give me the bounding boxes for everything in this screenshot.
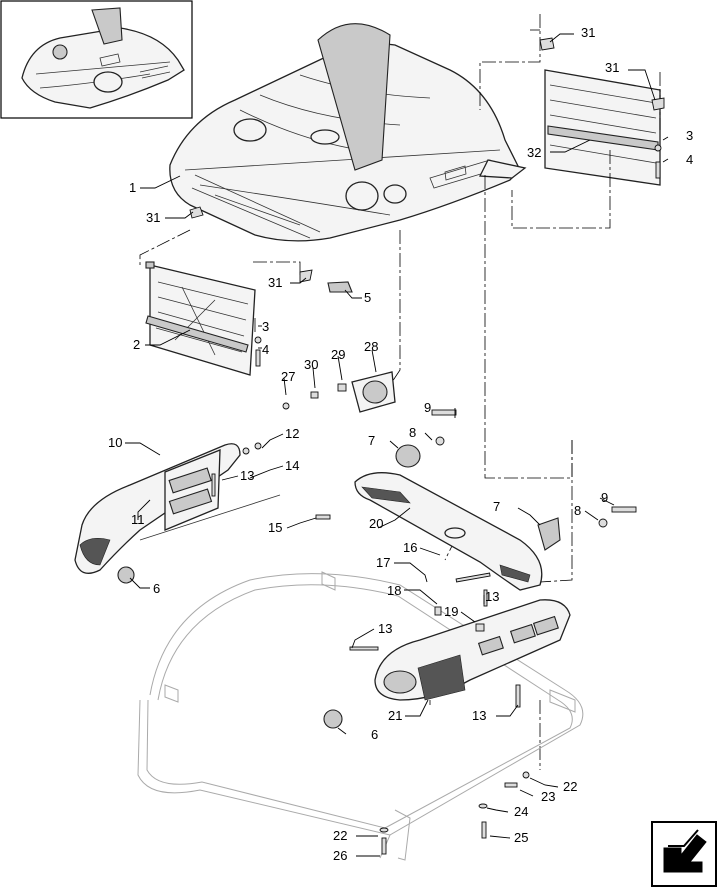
callout-13: 13 [378, 621, 392, 636]
callout-22: 22 [563, 779, 577, 794]
right-sunshade [544, 69, 661, 186]
callout-12: 12 [285, 426, 299, 441]
callout-31: 31 [268, 275, 282, 290]
callout-31: 31 [605, 60, 619, 75]
callout-29: 29 [331, 347, 345, 362]
callout-15: 15 [268, 520, 282, 535]
callout-7: 7 [368, 433, 375, 448]
callout-23: 23 [541, 789, 555, 804]
callout-4: 4 [262, 342, 269, 357]
callout-8: 8 [574, 503, 581, 518]
callout-11: 11 [131, 512, 145, 527]
lower-hardware [189, 37, 665, 855]
callout-21: 21 [388, 708, 402, 723]
roof-shell [169, 23, 527, 242]
cab-frame [137, 571, 584, 861]
callout-1: 1 [129, 180, 136, 195]
callout-8: 8 [409, 425, 416, 440]
callout-22: 22 [333, 828, 347, 843]
assembly-lines [139, 14, 661, 770]
leader-lines [125, 33, 669, 857]
center-duct [315, 409, 637, 591]
callout-17: 17 [376, 555, 390, 570]
callout-28: 28 [364, 339, 378, 354]
callout-9: 9 [601, 490, 608, 505]
overview-inset [0, 0, 193, 119]
left-sunshade [145, 261, 256, 376]
callout-18: 18 [387, 583, 401, 598]
speaker-assembly [282, 371, 396, 413]
callout-32: 32 [527, 145, 541, 160]
callout-14: 14 [285, 458, 299, 473]
next-page-arrow-icon[interactable] [651, 821, 717, 887]
callout-30: 30 [304, 357, 318, 372]
callout-13: 13 [472, 708, 486, 723]
callout-3: 3 [686, 128, 693, 143]
callout-7: 7 [493, 499, 500, 514]
callout-6: 6 [371, 727, 378, 742]
callout-5: 5 [364, 290, 371, 305]
callout-13: 13 [240, 468, 254, 483]
callout-25: 25 [514, 830, 528, 845]
callout-9: 9 [424, 400, 431, 415]
callout-10: 10 [108, 435, 122, 450]
callout-4: 4 [686, 152, 693, 167]
callout-26: 26 [333, 848, 347, 863]
callout-2: 2 [133, 337, 140, 352]
callout-13: 13 [485, 589, 499, 604]
callout-27: 27 [281, 369, 295, 384]
callout-16: 16 [403, 540, 417, 555]
callout-19: 19 [444, 604, 458, 619]
right-trim-panel [323, 572, 571, 729]
callout-31: 31 [581, 25, 595, 40]
callout-24: 24 [514, 804, 528, 819]
callout-3: 3 [262, 319, 269, 334]
callout-6: 6 [153, 581, 160, 596]
callouts: 1 2 3 3 4 4 5 6 6 7 7 8 8 9 9 10 11 12 1… [108, 25, 693, 863]
callout-20: 20 [369, 516, 383, 531]
left-trim-panel [74, 442, 281, 584]
callout-31: 31 [146, 210, 160, 225]
